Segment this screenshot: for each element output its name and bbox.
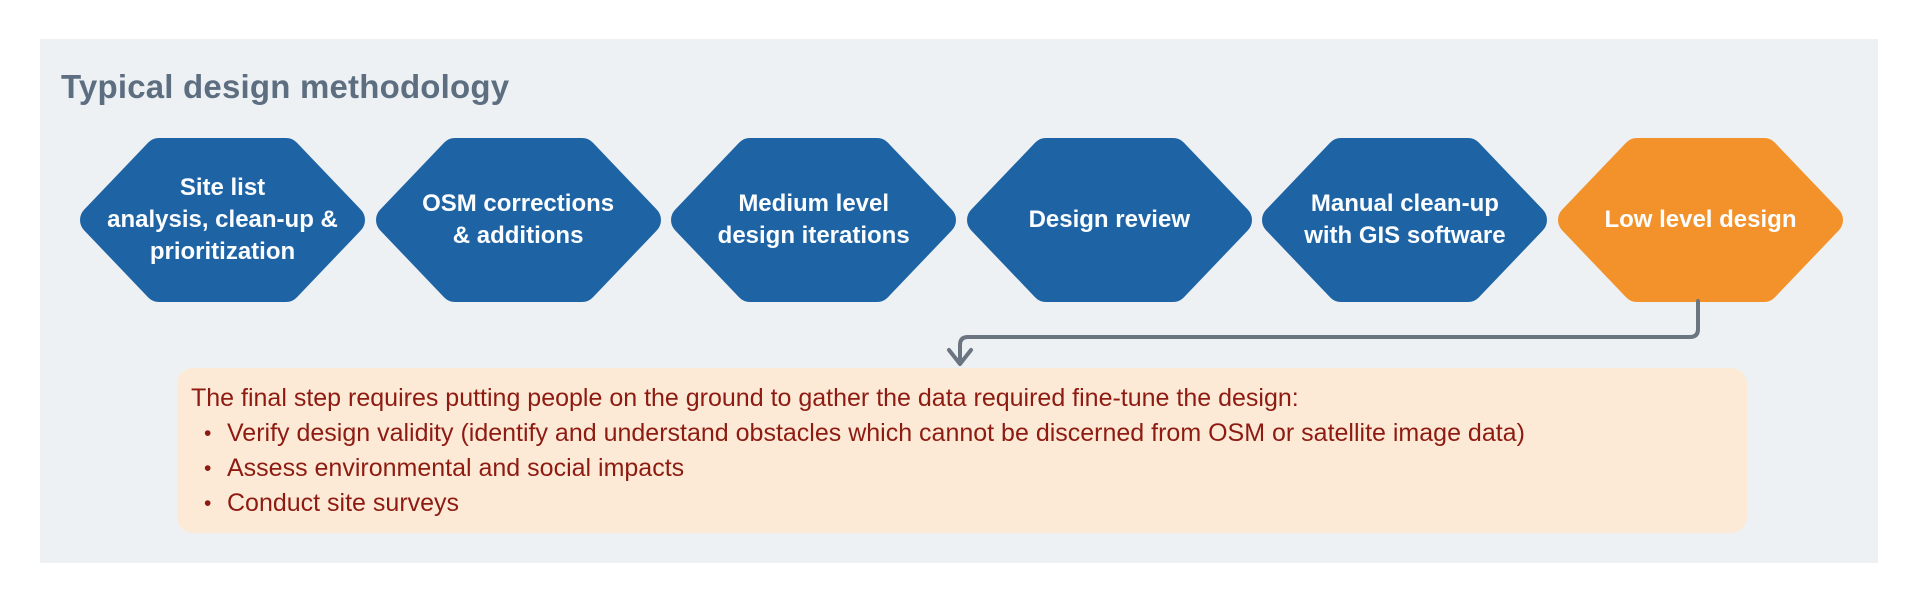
- hexagon-polygon: [1557, 138, 1843, 302]
- step-label: Design review: [1028, 206, 1190, 233]
- step-hexagon-design-review: Design review: [966, 138, 1252, 302]
- step-label: Site list analysis, clean-up & prioritiz…: [107, 174, 338, 265]
- step-hexagon-site-list: Site list analysis, clean-up & prioritiz…: [80, 138, 365, 302]
- hexagon-shape: [1262, 138, 1548, 302]
- step-label: Medium level design iterations: [717, 190, 910, 249]
- page-title: Typical design methodology: [61, 68, 510, 105]
- step-hexagon-manual-cleanup: Manual clean-up with GIS software: [1262, 138, 1548, 302]
- bullet-text: Conduct site surveys: [227, 489, 460, 517]
- hexagon-shape: [966, 138, 1252, 302]
- hexagon-polygon: [375, 138, 661, 302]
- step-hexagon-osm-corrections: OSM corrections & additions: [375, 138, 661, 302]
- hexagon-polygon: [671, 138, 957, 302]
- note-bullet-item: • Conduct site surveys: [204, 486, 1727, 521]
- note-bullet-item: • Assess environmental and social impact…: [204, 451, 1727, 486]
- note-bullet-item: • Verify design validity (identify and u…: [204, 416, 1727, 451]
- bullet-icon: •: [204, 492, 212, 515]
- step-hexagon-low-level-design: Low level design: [1557, 138, 1843, 302]
- step-label: Low level design: [1604, 206, 1797, 233]
- step-label: OSM corrections & additions: [422, 190, 615, 249]
- bullet-text: Assess environmental and social impacts: [227, 454, 685, 482]
- process-flow: Site list analysis, clean-up & prioritiz…: [80, 138, 1843, 302]
- bullet-text: Verify design validity (identify and und…: [227, 419, 1525, 447]
- note-box: The final step requires putting people o…: [177, 368, 1747, 533]
- hexagon-shape: [80, 138, 365, 302]
- hexagon-polygon: [966, 138, 1252, 302]
- bullet-icon: •: [204, 457, 212, 480]
- hexagon-shape: [671, 138, 957, 302]
- bullet-icon: •: [204, 422, 212, 445]
- step-hexagon-medium-level-design: Medium level design iterations: [671, 138, 957, 302]
- hexagon-shape: [375, 138, 661, 302]
- note-intro: The final step requires putting people o…: [191, 384, 1299, 412]
- step-label: Manual clean-up with GIS software: [1304, 190, 1506, 249]
- hexagon-shape: [1557, 138, 1843, 302]
- hexagon-polygon: [80, 138, 365, 302]
- hexagon-polygon: [1262, 138, 1548, 302]
